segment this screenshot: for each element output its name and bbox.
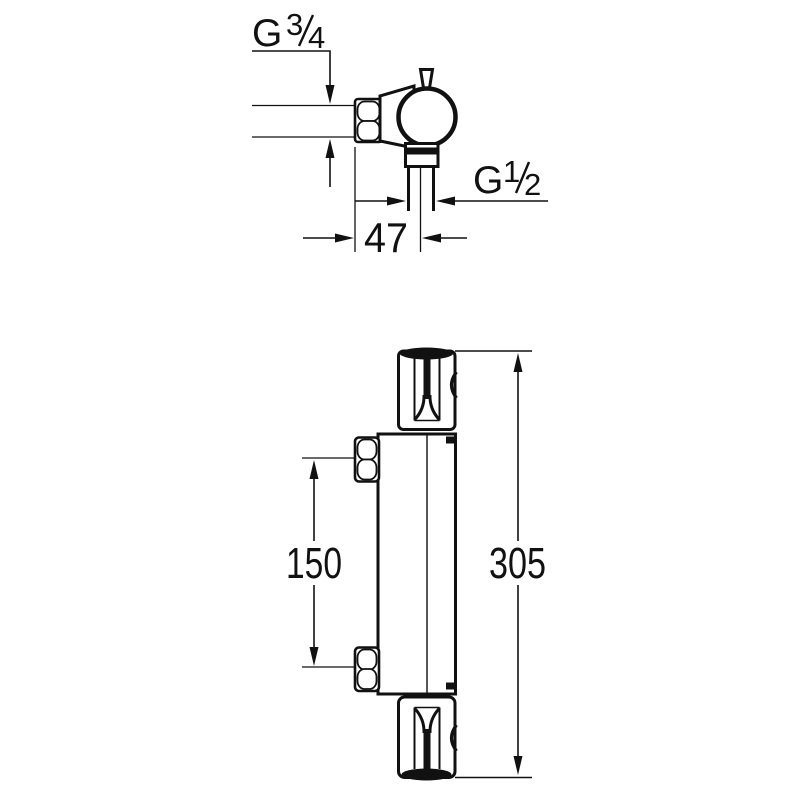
arrowhead-left (422, 233, 441, 243)
handle-bottom (397, 695, 458, 781)
front-view: 150 305 (286, 347, 546, 781)
g12-fraction-slash (514, 161, 531, 194)
arrowhead-up (325, 139, 335, 158)
dimension-305: 305 (455, 350, 546, 779)
handle-bottom-grip-marker (413, 707, 441, 771)
arrowhead-up (309, 460, 319, 479)
g34-prefix: G (252, 12, 282, 55)
side-view: G 3 4 (252, 7, 548, 261)
handle-top-side-button (449, 371, 458, 399)
valve-stem (418, 68, 435, 90)
dimension-305-value: 305 (489, 539, 546, 588)
valve-housing-circle (396, 86, 458, 148)
g34-numerator: 3 (286, 7, 303, 42)
hex-nut-upper (353, 436, 381, 483)
arrowhead-right (387, 196, 406, 206)
thread-label-g34: G 3 4 (252, 7, 325, 55)
bar-clip-bottom (446, 682, 457, 690)
thread-label-g12: G 1 2 (473, 154, 541, 202)
arrowhead-left (436, 196, 455, 206)
handle-bottom-dome (401, 768, 452, 781)
bar-clip-top (446, 436, 457, 444)
dimension-47: 47 (303, 147, 467, 261)
outlet-pipe (407, 166, 435, 252)
g12-dimension-lines (355, 196, 548, 206)
arrowhead-up (513, 353, 523, 372)
handle-top-dome (400, 347, 453, 360)
dimension-47-value: 47 (364, 214, 408, 261)
g12-numerator: 1 (503, 154, 520, 189)
g34-denominator: 4 (308, 20, 325, 55)
dimension-150-value: 150 (286, 539, 342, 588)
mixer-bar (376, 432, 457, 696)
hex-nut-lower (353, 646, 381, 693)
g34-dimension-lines (252, 50, 354, 187)
g12-prefix: G (473, 159, 503, 202)
handle-top (397, 347, 458, 431)
dimension-150: 150 (286, 457, 355, 668)
g34-fraction-slash (297, 14, 315, 47)
arrowhead-down (513, 756, 523, 775)
hex-nut-side (353, 97, 384, 144)
arrowhead-right (335, 233, 354, 243)
g12-denominator: 2 (524, 167, 541, 202)
handle-top-grip-marker (413, 357, 441, 421)
outlet-collar (404, 142, 440, 168)
handle-bottom-side-button (449, 724, 458, 752)
arrowhead-down (309, 647, 319, 666)
arrowhead-down (325, 85, 335, 104)
